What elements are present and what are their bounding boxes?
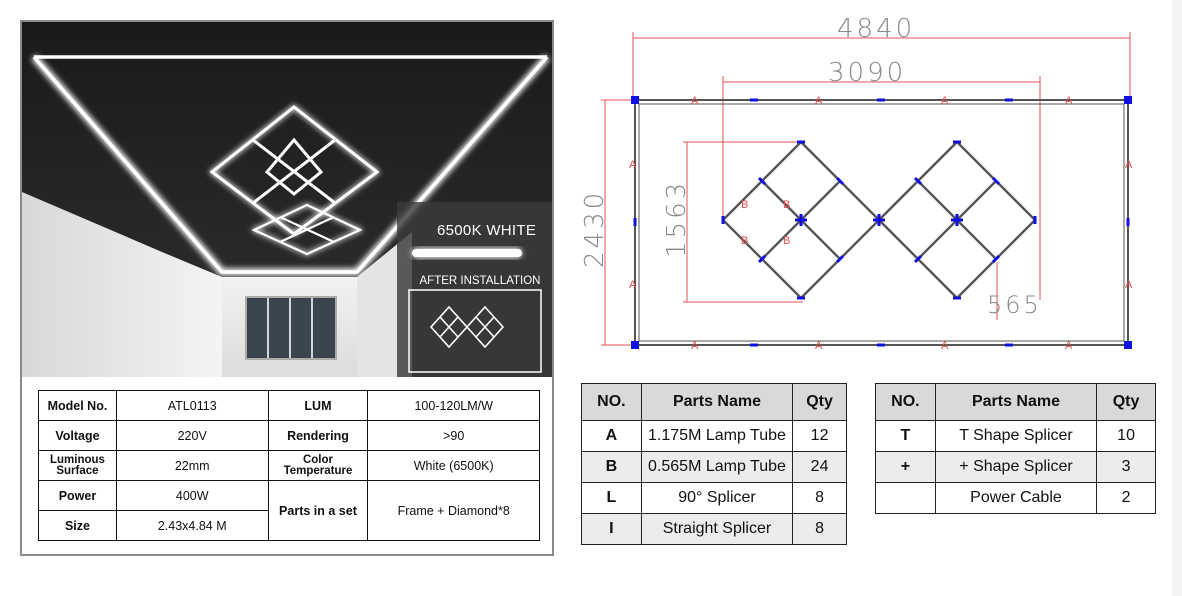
layout-diagram: A A A A A A A A A A A A B B B B 4840 309… [580, 14, 1133, 352]
part-name: 1.175M Lamp Tube [640, 420, 794, 452]
part-qty: 8 [792, 482, 847, 514]
spec-value: 2.43x4.84 M [115, 510, 269, 541]
column-header: NO. [581, 383, 642, 421]
tag-a: A [1125, 279, 1133, 291]
spec-label: Parts in a set [267, 480, 369, 541]
table-row: Power 400W Parts in a set Frame + Diamon… [38, 480, 540, 541]
tube-b-labels: B B B B [741, 199, 790, 247]
part-no: A [581, 420, 642, 452]
part-qty: 24 [792, 451, 847, 483]
tag-a: A [629, 279, 637, 291]
spec-value: >90 [367, 420, 540, 451]
tag-a: A [941, 340, 949, 352]
part-no: I [581, 513, 642, 545]
spec-label: Luminous Surface [38, 450, 117, 481]
parts-table-1: NO. Parts Name Qty A 1.175M Lamp Tube 12… [581, 383, 847, 545]
tag-a: A [815, 340, 823, 352]
table-row: B 0.565M Lamp Tube 24 [581, 451, 847, 483]
spec-table: Model No. ATL0113 LUM 100-120LM/W Voltag… [38, 390, 540, 541]
part-no: L [581, 482, 642, 514]
table-row: T T Shape Splicer 10 [875, 420, 1156, 452]
spec-label: Model No. [38, 390, 117, 421]
spec-value: ATL0113 [115, 390, 269, 421]
tag-a: A [1065, 340, 1073, 352]
spec-label: Power [38, 480, 117, 511]
tube-a-labels: A A A A A A A A A A A A [629, 95, 1133, 352]
table-row: Model No. ATL0113 LUM 100-120LM/W [38, 390, 540, 421]
spec-value: 22mm [115, 450, 269, 481]
part-qty: 3 [1096, 451, 1156, 483]
part-no [875, 482, 936, 514]
color-temp-label: 6500K WHITE [437, 222, 537, 239]
scrollbar-track[interactable] [1172, 0, 1182, 596]
tag-b: B [783, 199, 790, 211]
column-header: Qty [792, 383, 847, 421]
tag-b: B [741, 235, 748, 247]
part-name: Straight Splicer [640, 513, 794, 545]
part-name: T Shape Splicer [934, 420, 1098, 452]
small-dimension: 565 [987, 291, 1042, 319]
table-row: A 1.175M Lamp Tube 12 [581, 420, 847, 452]
table-row: Voltage 220V Rendering >90 [38, 420, 540, 451]
after-installation-label: AFTER INSTALLATION [419, 275, 541, 287]
tag-b: B [741, 199, 748, 211]
diamond-dimension: 1563 [662, 180, 692, 258]
part-no: T [875, 420, 936, 452]
spec-value: 100-120LM/W [367, 390, 540, 421]
parts-table-2: NO. Parts Name Qty T T Shape Splicer 10 … [875, 383, 1156, 514]
dimension-lines [601, 32, 1131, 346]
table-row: L 90° Splicer 8 [581, 482, 847, 514]
column-header: Qty [1096, 383, 1156, 421]
table-row: + + Shape Splicer 3 [875, 451, 1156, 483]
height-dimension: 2430 [580, 190, 610, 268]
part-name: Power Cable [934, 482, 1098, 514]
tag-a: A [691, 95, 699, 107]
spec-value: 220V [115, 420, 269, 451]
table-row: Power Cable 2 [875, 482, 1156, 514]
spec-label: Color Temperature [267, 450, 369, 481]
garage-ceiling-image [22, 22, 552, 377]
table-row: I Straight Splicer 8 [581, 513, 847, 545]
connectors [631, 96, 1132, 349]
table-row: Luminous Surface 22mm Color Temperature … [38, 450, 540, 481]
part-qty: 12 [792, 420, 847, 452]
width-dimension: 4840 [837, 14, 915, 44]
tag-a: A [1065, 95, 1073, 107]
part-name: + Shape Splicer [934, 451, 1098, 483]
table-row: Size 2.43x4.84 M [38, 510, 540, 541]
column-header: Parts Name [640, 383, 794, 421]
part-qty: 8 [792, 513, 847, 545]
tag-a: A [1125, 159, 1133, 171]
part-name: 0.565M Lamp Tube [640, 451, 794, 483]
table-header-row: NO. Parts Name Qty [581, 383, 847, 421]
product-card: 6500K WHITE AFTER INSTALLATION Model No.… [20, 20, 554, 556]
inner-dimension: 3090 [828, 58, 906, 88]
tag-a: A [815, 95, 823, 107]
part-no: B [581, 451, 642, 483]
spec-label: LUM [267, 390, 369, 421]
tag-b: B [783, 235, 790, 247]
spec-value: 400W [115, 480, 269, 511]
part-qty: 10 [1096, 420, 1156, 452]
part-no: + [875, 451, 936, 483]
tag-a: A [691, 340, 699, 352]
spec-value: White (6500K) [367, 450, 540, 481]
spec-value: Frame + Diamond*8 [367, 480, 540, 541]
diamond-layout-icon [429, 305, 505, 349]
tag-a: A [629, 159, 637, 171]
column-header: Parts Name [934, 383, 1098, 421]
table-header-row: NO. Parts Name Qty [875, 383, 1156, 421]
spec-label: Rendering [267, 420, 369, 451]
installation-photo: 6500K WHITE AFTER INSTALLATION [22, 22, 552, 377]
spec-label: Size [38, 510, 117, 541]
spec-label: Voltage [38, 420, 117, 451]
column-header: NO. [875, 383, 936, 421]
tag-a: A [941, 95, 949, 107]
part-qty: 2 [1096, 482, 1156, 514]
part-name: 90° Splicer [640, 482, 794, 514]
